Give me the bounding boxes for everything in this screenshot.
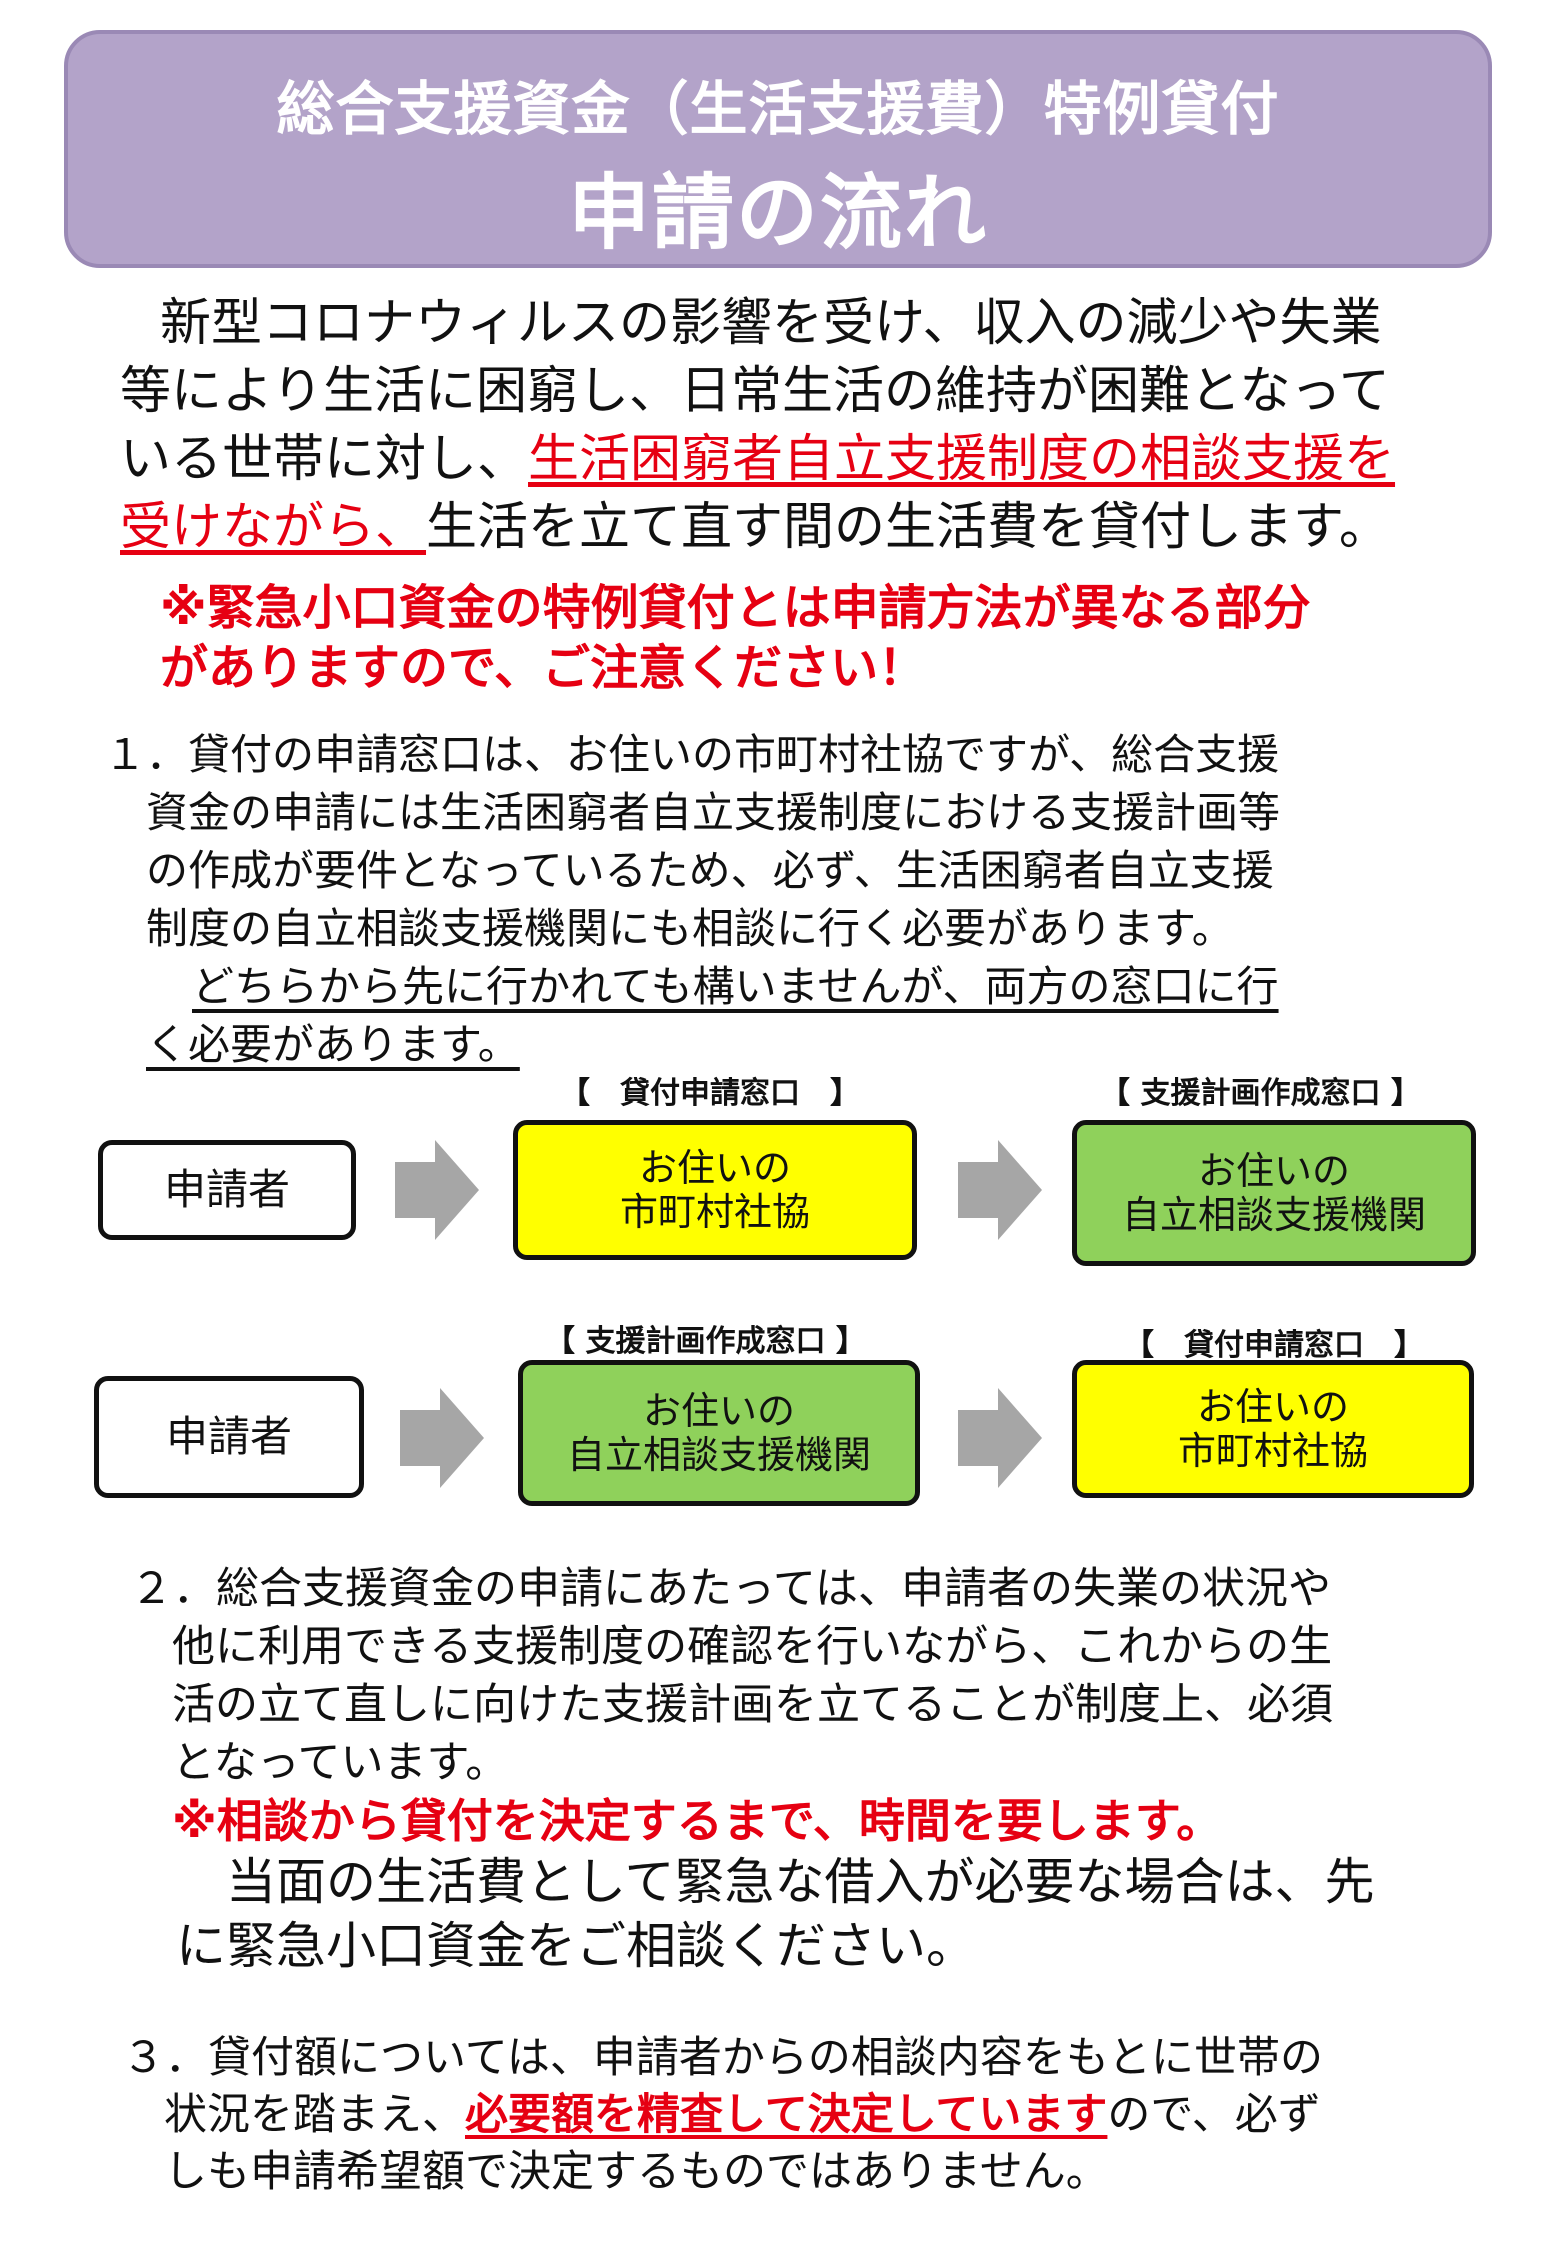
label-lending-window-2: 【 貸付申請窓口 】: [1124, 1328, 1424, 1363]
intro-highlight-1: 生活困窮者自立支援制度の相談支援を: [528, 430, 1396, 489]
intro-highlight-2: 受けながら、: [120, 498, 427, 557]
title-line-1: 総合支援資金（生活支援費）特例貸付: [276, 75, 1280, 143]
section-1-underlined-2: く必要があります。: [146, 1020, 520, 1069]
label-support-plan-window-1: 【 支援計画作成窓口 】: [1100, 1076, 1421, 1111]
section-3-highlight: 必要額を精査して決定しています: [465, 2090, 1108, 2140]
section-1: １．貸付の申請窓口は、お住いの市町村社協ですが、総合支援 資金の申請には生活困窮…: [104, 726, 1283, 1074]
intro-line-1: 新型コロナウィルスの影響を受け、収入の減少や失業: [160, 294, 1382, 353]
box-municipal-council-2: お住いの市町村社協: [1072, 1360, 1474, 1498]
intro-line-2: 等により生活に困窮し、日常生活の維持が困難となって: [120, 362, 1390, 421]
box-municipal-council-1: お住いの市町村社協: [513, 1120, 917, 1260]
notice-text: ※緊急小口資金の特例貸付とは申請方法が異なる部分 がありますので、ご注意ください…: [160, 580, 1311, 696]
section-1-underlined-1: どちらから先に行かれても構いませんが、両方の窓口に行: [192, 962, 1279, 1011]
box-independence-support-2: お住いの自立相談支援機関: [518, 1360, 920, 1506]
applicant-box-1: 申請者: [98, 1140, 356, 1240]
intro-line-3: いる世帯に対し、生活困窮者自立支援制度の相談支援を: [120, 430, 1396, 489]
intro-line-4: 受けながら、生活を立て直す間の生活費を貸付します。: [120, 498, 1390, 557]
title-line-2: 申請の流れ: [567, 166, 988, 261]
title-banner: 総合支援資金（生活支援費）特例貸付 申請の流れ: [64, 30, 1492, 268]
label-lending-window-1: 【 貸付申請窓口 】: [560, 1076, 860, 1111]
section-2: ２．総合支援資金の申請にあたっては、申請者の失業の状況や 他に利用できる支援制度…: [130, 1564, 1375, 1975]
box-independence-support-1: お住いの自立相談支援機関: [1072, 1120, 1476, 1266]
section-3: ３．貸付額については、申請者からの相談内容をもとに世帯の 状況を踏まえ、必要額を…: [122, 2033, 1323, 2197]
label-support-plan-window-2: 【 支援計画作成窓口 】: [545, 1324, 866, 1359]
intro-paragraph: 新型コロナウィルスの影響を受け、収入の減少や失業 等により生活に困窮し、日常生活…: [120, 290, 1395, 562]
applicant-box-2: 申請者: [94, 1376, 364, 1498]
section-2-warning: ※相談から貸付を決定するまで、時間を要します。: [172, 1794, 1223, 1848]
